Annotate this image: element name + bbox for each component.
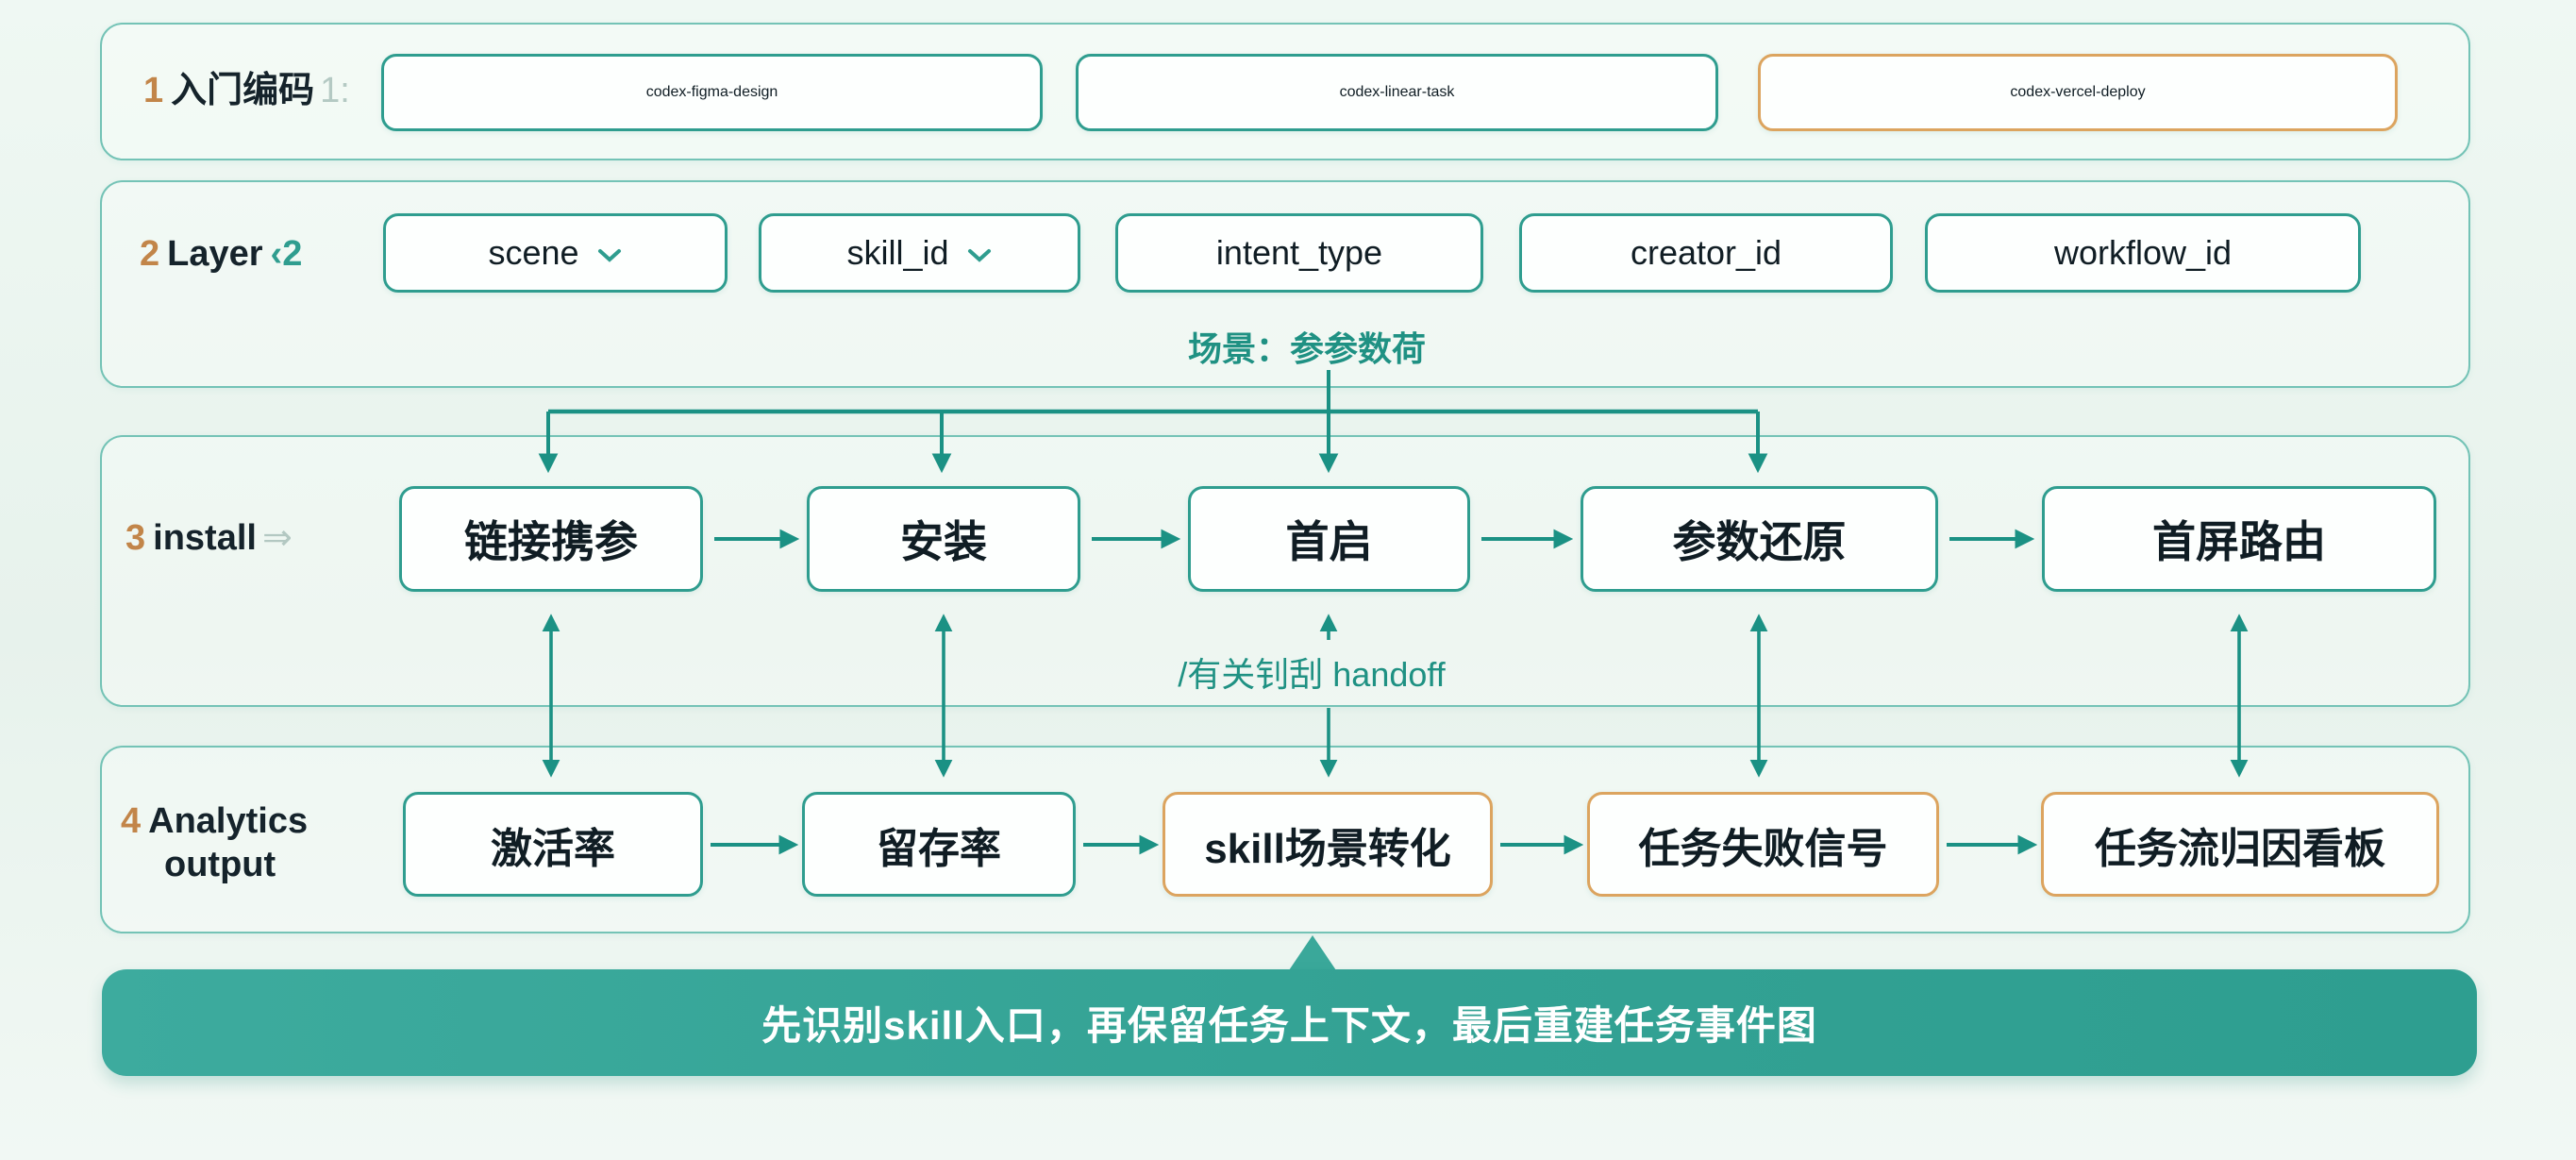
node-label: 激活率 (491, 825, 615, 872)
row1-number: 1 (143, 71, 164, 110)
row3-title: install (153, 518, 257, 558)
node-label: 链接携参 (464, 517, 638, 566)
chevron-down-icon (967, 249, 991, 262)
summary-banner-text: 先识别skill入口，再保留任务上下文，最后重建任务事件图 (761, 1003, 1817, 1048)
node-link-with-params: 链接携参 (399, 486, 703, 592)
node-label: 留存率 (877, 825, 1001, 872)
row2-suffix: ‹2 (270, 234, 303, 274)
node-param-restore: 参数还原 (1581, 486, 1938, 592)
node-activation-rate: 激活率 (403, 792, 703, 897)
row1-suffix: 1: (320, 71, 350, 110)
banner-pointer-triangle (1287, 935, 1338, 973)
handoff-note: /有关钊刮 handoff (1178, 655, 1446, 694)
node-label: workflow_id (2053, 233, 2233, 272)
node-label: codex-linear-task (1339, 84, 1455, 100)
dropdown-scene[interactable]: scene (383, 213, 728, 293)
node-workflow-id: workflow_id (1925, 213, 2361, 293)
row2-number: 2 (140, 234, 160, 274)
node-label: intent_type (1215, 233, 1383, 272)
dropdown-skill-id[interactable]: skill_id (759, 213, 1080, 293)
node-label: 首启 (1285, 517, 1373, 566)
node-codex-figma-design: codex-figma-design (381, 54, 1043, 131)
node-label: 任务流归因看板 (2095, 825, 2385, 872)
node-creator-id: creator_id (1519, 213, 1893, 293)
node-install: 安装 (807, 486, 1080, 592)
node-codex-vercel-deploy: codex-vercel-deploy (1758, 54, 2398, 131)
node-codex-linear-task: codex-linear-task (1076, 54, 1718, 131)
row3-number: 3 (125, 518, 146, 558)
row1-title: 入门编码 (171, 71, 315, 110)
node-skill-scene-conversion: skill场景转化 (1163, 792, 1493, 897)
node-label: creator_id (1630, 233, 1782, 272)
node-first-screen-route: 首屏路由 (2042, 486, 2436, 592)
row4-title: Analytics (148, 801, 309, 841)
row2-title: Layer (167, 234, 263, 274)
node-label: 安装 (900, 517, 987, 566)
node-task-flow-attribution-board: 任务流归因看板 (2041, 792, 2439, 897)
summary-banner: 先识别skill入口，再保留任务上下文，最后重建任务事件图 (102, 969, 2477, 1076)
node-intent-type: intent_type (1115, 213, 1483, 293)
node-label: 参数还原 (1672, 517, 1847, 566)
row4-number: 4 (121, 801, 142, 841)
chevron-down-icon (597, 249, 621, 262)
node-first-launch: 首启 (1188, 486, 1470, 592)
node-task-failure-signal: 任务失败信号 (1587, 792, 1939, 897)
row4-title-line2: output (164, 844, 276, 884)
dropdown-label: scene (488, 233, 579, 272)
node-label: 任务失败信号 (1638, 825, 1888, 872)
node-label: 首屏路由 (2152, 517, 2326, 566)
node-label: skill场景转化 (1204, 825, 1451, 872)
node-label: codex-figma-design (645, 84, 778, 100)
dropdown-label: skill_id (846, 233, 949, 272)
node-retention-rate: 留存率 (802, 792, 1076, 897)
node-label: codex-vercel-deploy (2010, 84, 2146, 100)
row3-suffix: ⇒ (261, 518, 293, 558)
scene-note: 场景：参参数荷 (1187, 329, 1427, 368)
